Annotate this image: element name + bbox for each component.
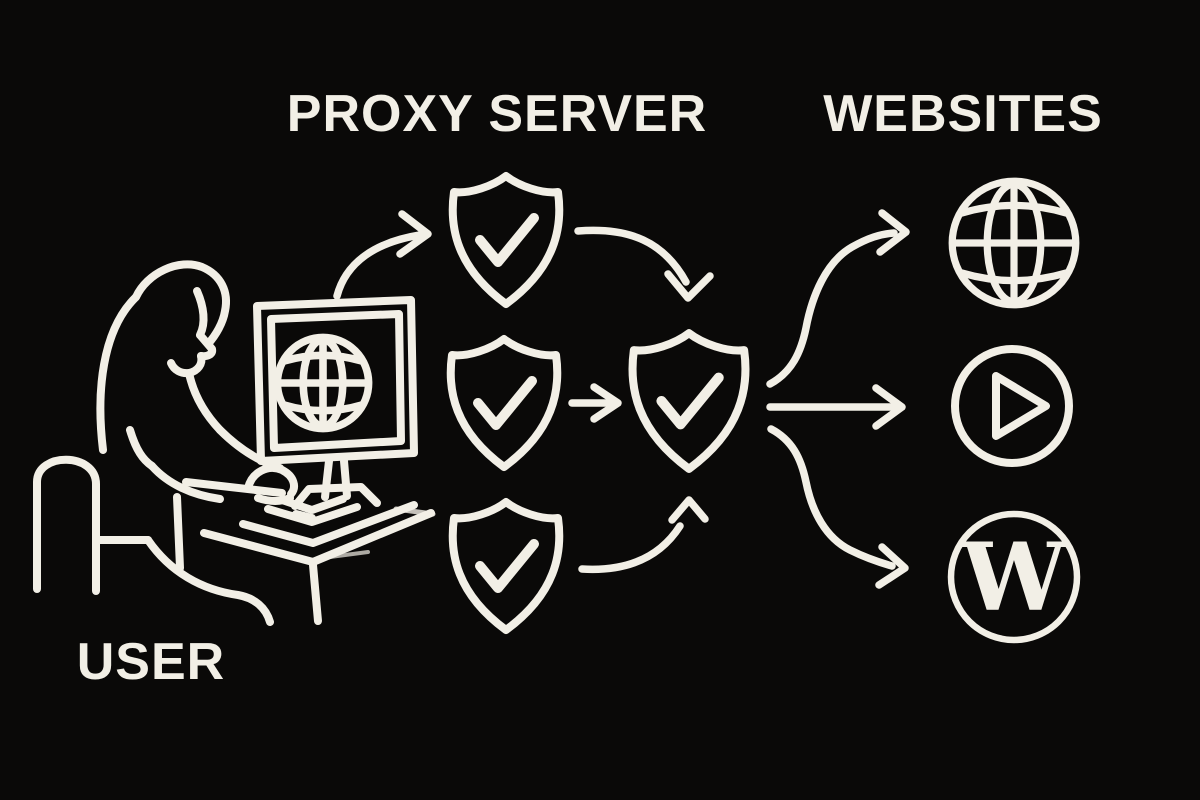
chalk-smudge [328,550,370,559]
chair-support [173,493,184,572]
arrow-bottom-shield-to-main [578,496,709,574]
arrow-line [578,522,684,574]
arrow-line [574,226,690,286]
arrowhead [590,383,622,423]
keyboard-inner [278,495,347,514]
chair-back [33,455,100,595]
proxy-server-label: PROXY SERVER [286,85,708,143]
play-icon [951,345,1073,467]
person-leg [144,536,274,626]
arrowhead [875,543,909,589]
computer-desk [182,296,436,625]
arrow-middle-shield-to-main [568,383,622,423]
monitor-globe-icon [277,337,368,428]
arrow-main-to-wikipedia [767,425,909,589]
hood-outline [132,260,230,348]
keyboard-keys-dash [292,510,316,522]
globe-icon [952,181,1076,305]
hood-front-edge [193,287,208,339]
monitor-frame [253,296,418,465]
flow-arrows [333,209,910,589]
website-icons: W [947,181,1081,644]
shield-bottom-icon [453,502,560,630]
wikipedia-icon: W [947,510,1081,644]
arrow-line [333,231,424,300]
arrow-top-shield-to-main [574,226,714,302]
hand [244,464,298,498]
arrowhead [664,270,714,302]
shield-top-icon [453,176,560,304]
torso-front [185,369,224,434]
arrowhead [396,210,432,258]
checkmark-icon [478,381,532,425]
websites-label: WEBSITES [823,85,1103,143]
wikipedia-w-glyph: W [960,523,1068,633]
monitor-screen [267,310,405,452]
arrow-user-to-top-shield [333,210,432,300]
monitor-stand-base [291,483,381,510]
checkmark-icon [480,544,534,588]
wikipedia-circle [947,510,1081,644]
checkmark-icon [661,378,718,425]
play-circle [951,345,1073,467]
arrow-main-to-globe [766,209,910,388]
forearm [148,462,224,503]
desk-leg [309,561,322,625]
shield-outline [451,339,558,467]
arrow-line [766,229,898,388]
person-back [96,293,140,454]
checkmark-icon [480,218,534,262]
arrowhead [668,496,709,524]
shield-outline [453,176,560,304]
desk-back-edge [239,501,418,547]
chalk-smudge [393,506,436,517]
keyboard-shelf [182,478,286,497]
arrowhead [876,209,910,256]
play-triangle [992,372,1050,440]
arrow-line [767,425,896,570]
shield-middle-icon [451,339,558,467]
shield-outline [633,333,746,469]
arrow-main-to-play [766,384,906,430]
keyboard-outline [264,503,361,526]
user-label: USER [76,633,226,691]
shield-outline [453,502,560,630]
arrowhead [872,384,906,430]
elbow-line [126,426,156,470]
shield-main-icon [633,333,746,469]
